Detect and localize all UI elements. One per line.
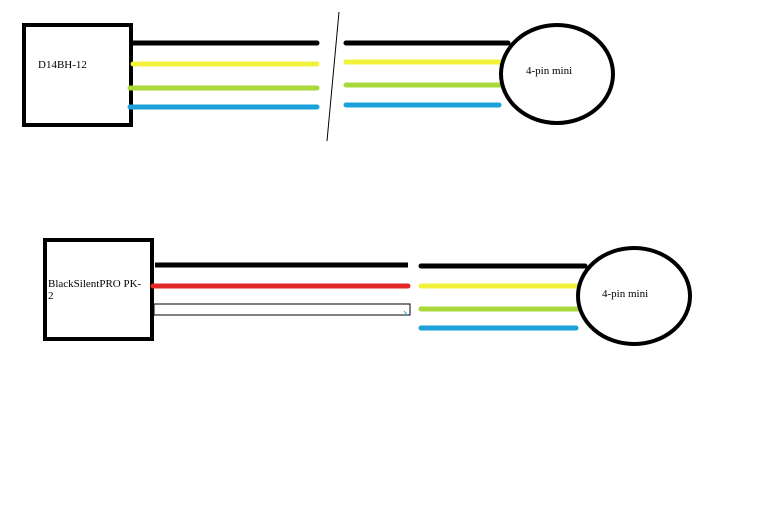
top-wiring-diagram: D14BH-12 4-pin mini	[22, 11, 615, 142]
blank-wire-connector-stroke	[403, 310, 409, 317]
bottom-connector-label: 4-pin mini	[602, 288, 648, 300]
bottom-4-pin-mini-connector	[576, 246, 692, 346]
blacksilentpro-label-line1: BlackSilentPRO PK-	[48, 278, 142, 290]
top-connector-label: 4-pin mini	[526, 65, 572, 77]
bottom-left-blank-wire	[153, 303, 411, 316]
top-4-pin-mini-connector	[499, 23, 615, 125]
blacksilentpro-pk-2-box	[43, 238, 154, 341]
bottom-wiring-diagram: BlackSilentPRO PK- 2 4-pin mini	[43, 238, 692, 346]
d14bh-12-box	[22, 23, 133, 127]
blacksilentpro-label-line2: 2	[48, 290, 54, 302]
d14bh-12-label: D14BH-12	[38, 59, 87, 71]
wire-break-mark	[326, 11, 340, 142]
